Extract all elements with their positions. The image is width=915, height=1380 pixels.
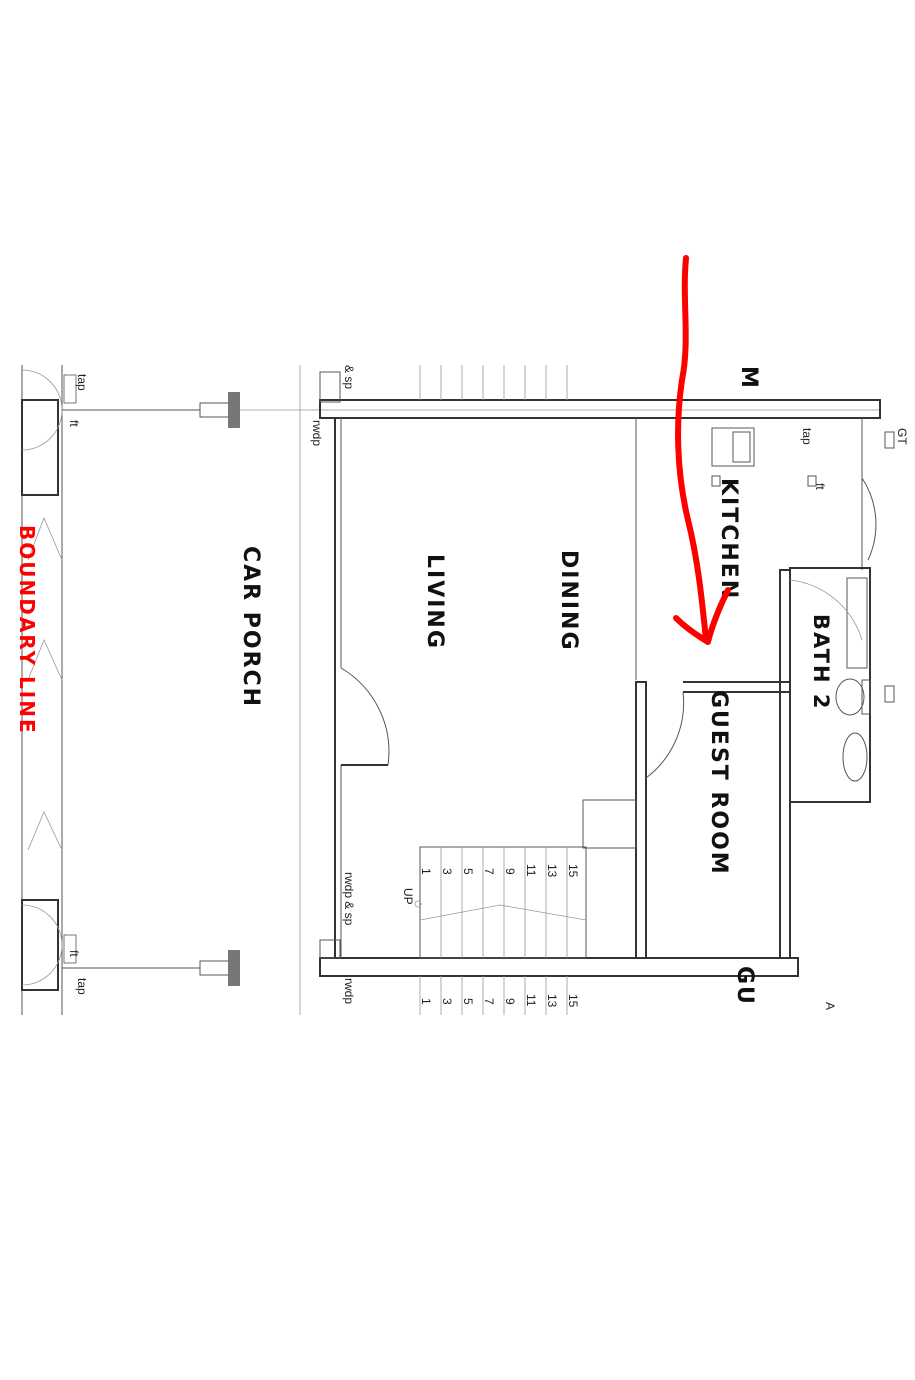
kitchen-partitions [635,418,791,959]
red-annotation-arrow [673,255,731,645]
stair-number: 13 [545,864,559,878]
kitchen-label: KITCHEN [716,478,741,600]
guest-room-partial-label: GU [732,966,757,1006]
stair-number: 5 [461,998,475,1005]
tap-label-gate-bottom: tap [75,978,89,995]
stair-number: 7 [482,868,496,875]
stair-number: 11 [524,864,538,877]
gate-lines [62,392,880,986]
boundary-strip: tap ft tap ft BOUNDARY LINE [15,365,89,1015]
stair-number: 1 [419,998,433,1005]
tap-label-kitchen: tap [800,428,814,445]
rwdp-sp-label: rwdp & sp [342,872,356,926]
ft-label-kitchen: ft [813,483,827,490]
ft-label-gate-top: ft [67,420,81,427]
stair-number: 15 [566,994,580,1008]
ft-label-gate-bottom: ft [67,950,81,957]
gt-label: GT [895,428,909,445]
gate-pillar-top [21,399,59,496]
stair-number: 1 [419,868,433,875]
bath-2-room [789,567,871,803]
car-porch-label: CAR PORCH [238,546,263,708]
rwdp-label-top: rwdp [310,420,324,446]
stair-number: 7 [482,998,496,1005]
rwdp-label-bottom: rwdp [342,978,356,1004]
stair-number: 9 [503,998,517,1005]
stair-number: 3 [440,998,454,1005]
stair-number: 11 [524,994,538,1007]
guest-room-label: GUEST ROOM [706,690,731,876]
gate-pillar-bottom [21,899,59,991]
partial-room-label-m: M [736,366,761,390]
stair-number: 9 [503,868,517,875]
stair-number: 3 [440,868,454,875]
stair-number: 13 [545,994,559,1008]
kitchen-sink [711,427,817,487]
stair-number: 15 [566,864,580,878]
sp-label-top: & sp [342,365,356,389]
stair-up-label: UP [401,888,415,905]
partial-label-a: A [823,1002,837,1010]
staircase [414,365,637,1015]
tap-label-gate-top: tap [75,374,89,391]
bath-2-label: BATH 2 [809,614,833,710]
living-label: LIVING [422,554,447,650]
house-walls [319,371,895,977]
boundary-line-label: BOUNDARY LINE [15,525,39,735]
dining-label: DINING [556,550,581,652]
stair-number: 5 [461,868,475,875]
